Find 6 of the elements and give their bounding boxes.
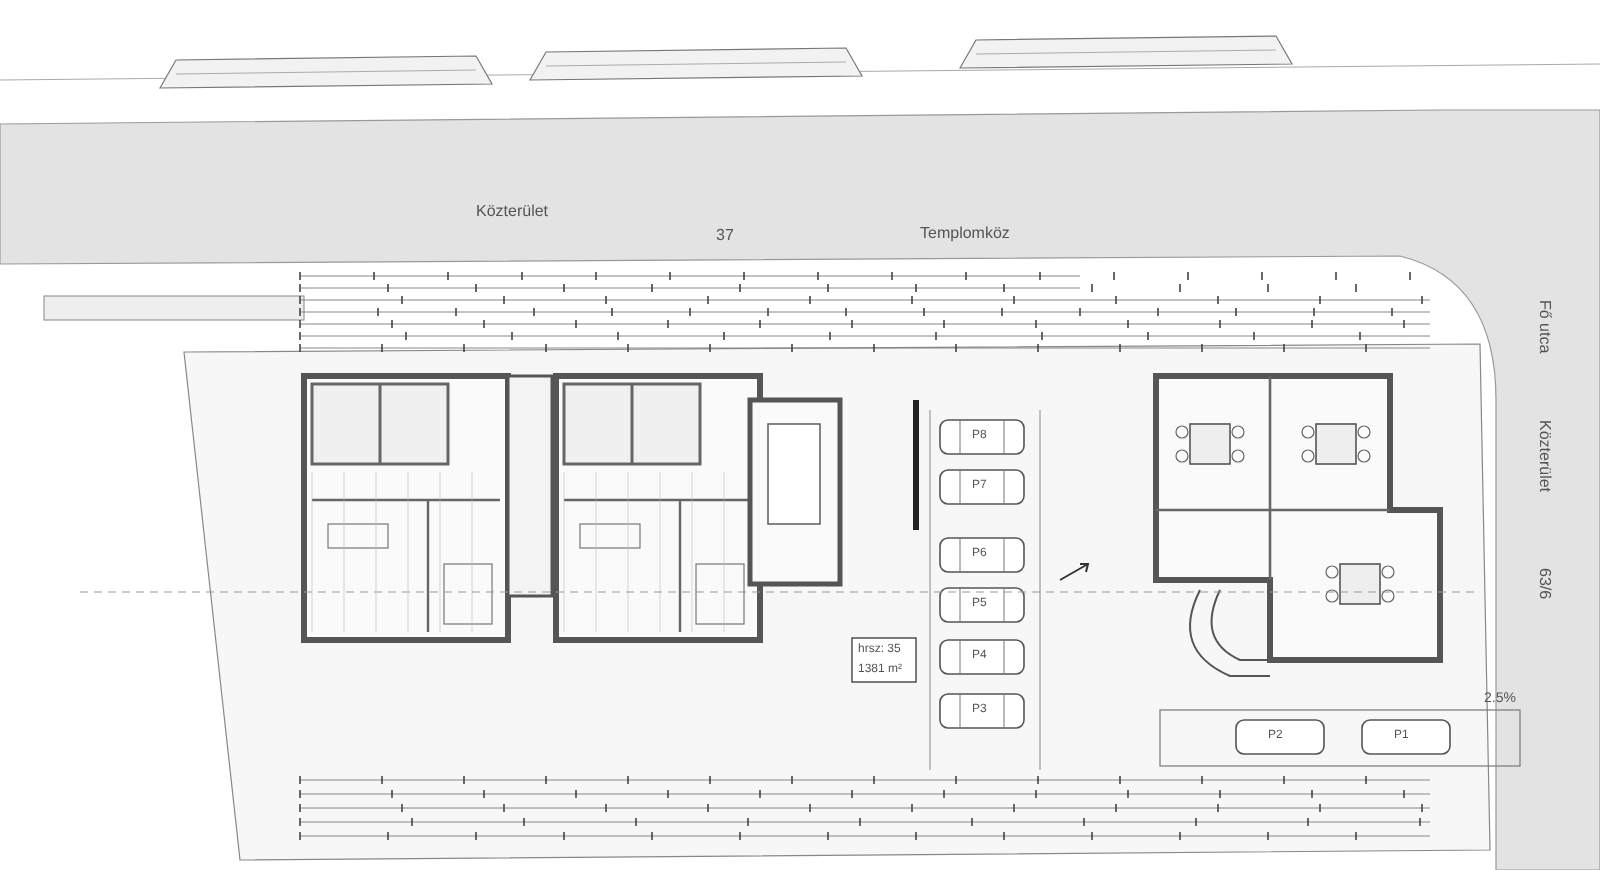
street-name: Közterület — [1536, 420, 1552, 493]
street-name: Templomköz — [920, 226, 1010, 242]
street-name: Közterület — [476, 204, 549, 220]
parcel-number: 63/6 — [1536, 568, 1552, 600]
street-name: Fő utca — [1536, 300, 1552, 354]
parcel-number: 37 — [716, 228, 734, 244]
